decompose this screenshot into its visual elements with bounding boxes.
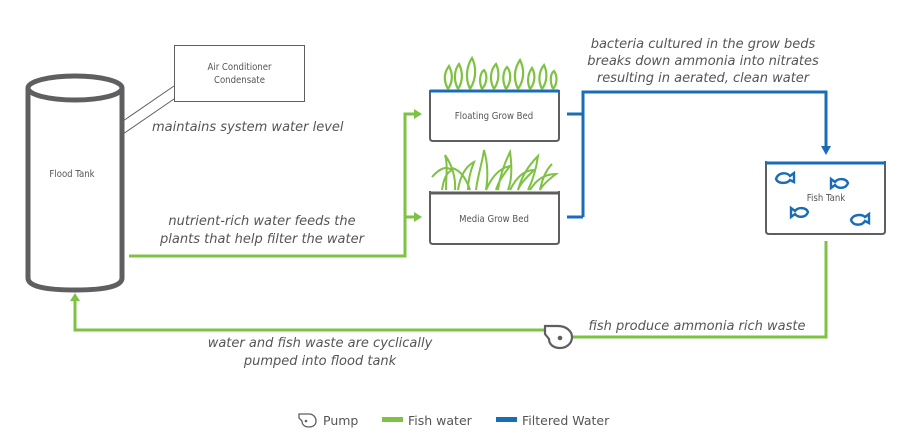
arrow-to-floating-bed-icon [414,109,422,119]
fish-icon [829,176,850,191]
legend-filtered-water-swatch [496,417,517,422]
condensate-pipe [122,85,175,135]
fish-water-return-line [70,241,828,339]
legend-pump-icon [298,413,317,428]
legend-fish-water-swatch [382,417,403,422]
media-grow-bed: Media Grow Bed [429,191,560,245]
ac-condensate-label-2: Condensate [214,75,265,86]
flood-tank-label: Flood Tank [49,169,94,180]
bacteria-annotation-line-1: bacteria cultured in the grow beds [591,37,816,52]
arrow-to-media-bed-icon [414,212,422,222]
ac-condensate-label-1: Air Conditioner [207,62,271,73]
fish-icon [774,170,796,185]
feed-annotation-line-1: nutrient-rich water feeds the [168,214,355,229]
arrow-to-fish-tank-icon [821,146,831,155]
legend-pump-label: Pump [323,413,358,428]
floating-grow-bed: Floating Grow Bed [429,89,560,142]
flood-tank: Flood Tank [25,73,125,293]
media-grow-bed-label: Media Grow Bed [459,214,529,225]
fish-icon [789,205,810,220]
filtered-water-line [567,90,831,219]
fish-tank: Fish Tank [765,161,886,235]
pumped-annotation-line-2: pumped into flood tank [243,354,397,369]
legend-filtered-water-label: Filtered Water [522,413,610,428]
arrow-to-flood-tank-icon [70,293,80,301]
floating-grow-bed-label: Floating Grow Bed [455,111,533,122]
floating-bed-plants-icon [443,55,558,90]
bacteria-annotation-line-2: breaks down ammonia into nitrates [587,54,819,69]
fish-tank-label: Fish Tank [807,193,845,204]
fish-water-feed-line [129,109,422,258]
condensate-annotation: maintains system water level [152,120,344,135]
legend: Pump Fish water Filtered Water [298,413,610,428]
pumped-annotation-line-1: water and fish waste are cyclically [208,336,433,351]
fish-icon [849,211,871,226]
legend-fish-water-label: Fish water [408,413,473,428]
pump-icon [543,324,574,350]
media-bed-plants-icon [431,148,560,191]
ac-condensate-box: Air Conditioner Condensate [174,45,305,102]
fish-waste-annotation: fish produce ammonia rich waste [588,319,805,334]
bacteria-annotation-line-3: resulting in aerated, clean water [597,71,811,86]
feed-annotation-line-2: plants that help filter the water [159,232,366,247]
